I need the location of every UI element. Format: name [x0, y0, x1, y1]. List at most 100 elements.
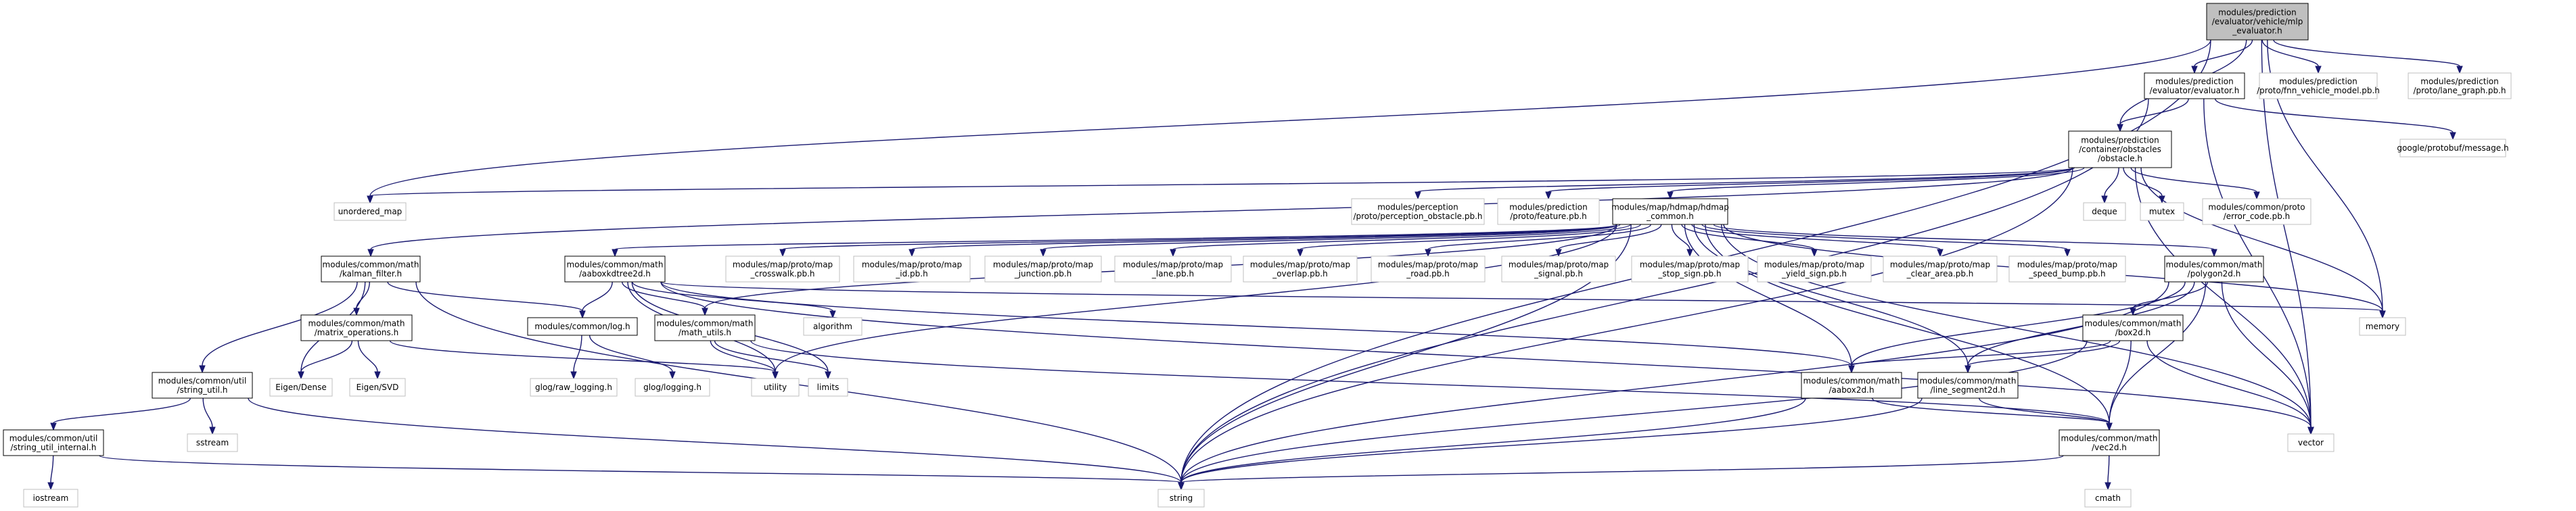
edge-vec2d-to-cmath [2104, 455, 2111, 491]
node-lane: modules/map/proto/map_lane.pb.h [1114, 256, 1232, 283]
node-line-segment[interactable]: modules/common/math/line_segment2d.h [1917, 372, 2019, 399]
node-label: /container/obstacles [2079, 145, 2161, 154]
node-box [2083, 202, 2126, 221]
node-box [2084, 489, 2132, 508]
node-label: modules/map/proto/map [1509, 260, 1609, 269]
node-aaboxkdtree[interactable]: modules/common/math/aaboxkdtree2d.h [564, 256, 666, 283]
node-vec2d[interactable]: modules/common/math/vec2d.h [2058, 429, 2160, 456]
edge-hdmap-to-overlap [1297, 224, 1641, 258]
node-label: modules/common/math [308, 318, 405, 328]
node-overlap: modules/map/proto/map_overlap.pb.h [1243, 256, 1358, 283]
node-label: Eigen/SVD [356, 383, 399, 392]
node-label: /proto/perception_obstacle.pb.h [1353, 212, 1482, 221]
node-label: /error_code.pb.h [2224, 212, 2291, 221]
edge-string_util_internal-to-iostream [47, 455, 54, 491]
node-box [2202, 198, 2312, 225]
node-label: _id.pb.h [895, 269, 927, 278]
node-label: /vec2d.h [2092, 443, 2127, 452]
node-map-id: modules/map/proto/map_id.pb.h [853, 256, 971, 283]
node-label: _common.h [1646, 212, 1694, 221]
node-label: /proto/fnn_vehicle_model.pb.h [2257, 86, 2380, 95]
node-box [23, 489, 78, 508]
node-matrix-ops[interactable]: modules/common/math/matrix_operations.h [300, 314, 413, 341]
node-box2d[interactable]: modules/common/math/box2d.h [2082, 314, 2184, 341]
node-algorithm: algorithm [803, 317, 862, 336]
node-root[interactable]: modules/prediction/evaluator/vehicle/mlp… [2206, 3, 2309, 41]
node-label: string [1170, 493, 1193, 503]
node-aabox2d[interactable]: modules/common/math/aabox2d.h [1801, 372, 1902, 399]
node-label: /box2d.h [2115, 328, 2150, 337]
node-label: modules/common/math [2166, 260, 2263, 269]
node-deque: deque [2083, 202, 2126, 221]
edge-math_utils-to-limits [714, 340, 831, 380]
node-label: modules/common/log.h [534, 322, 630, 331]
node-box [1114, 256, 1232, 283]
edge-aaboxkdtree-to-algorithm [632, 281, 836, 319]
node-label: modules/common/math [657, 318, 754, 328]
node-log[interactable]: modules/common/log.h [527, 317, 638, 336]
node-box [635, 378, 710, 397]
edge-box2d-to-vec2d [2106, 340, 2132, 431]
edge-hdmap-to-lane [1170, 224, 1631, 258]
node-kalman[interactable]: modules/common/math/kalman_filter.h [321, 256, 421, 283]
node-hdmap[interactable]: modules/map/hdmap/hdmap_common.h [1611, 198, 1729, 225]
edge-hdmap-to-aaboxkdtree [612, 224, 1617, 258]
node-road: modules/map/proto/map_road.pb.h [1371, 256, 1486, 283]
node-box [321, 256, 421, 283]
node-box [2287, 433, 2334, 452]
node-box [2399, 139, 2506, 157]
edge-hdmap-to-clear_area [1691, 224, 1944, 258]
node-polygon2d[interactable]: modules/common/math/polygon2d.h [2164, 256, 2264, 283]
node-iostream: iostream [23, 489, 78, 508]
node-string-util[interactable]: modules/common/util/string_util.h [152, 372, 253, 399]
node-label: /proto/feature.pb.h [1510, 212, 1587, 221]
node-label: /math_utils.h [678, 328, 731, 337]
node-label: /obstacle.h [2098, 154, 2142, 164]
node-string: string [1157, 489, 1205, 508]
edge-obstacle-to-error_code [2130, 167, 2260, 200]
node-label: modules/map/proto/map [2017, 260, 2117, 269]
node-label: glog/logging.h [643, 383, 702, 392]
node-label: Eigen/Dense [275, 383, 326, 392]
edge-polygon2d-to-vector [2221, 281, 2314, 435]
node-label: modules/map/hdmap/hdmap [1611, 202, 1729, 212]
node-box [1631, 256, 1749, 283]
node-box [2206, 3, 2309, 41]
node-label: /line_segment2d.h [1930, 385, 2005, 395]
node-evaluator[interactable]: modules/prediction/evaluator/evaluator.h [2144, 72, 2245, 99]
node-vector: vector [2287, 433, 2334, 452]
node-label: modules/prediction [2279, 76, 2357, 86]
node-eigen-dense: Eigen/Dense [269, 378, 333, 397]
edge-hdmap-to-polygon2d [1713, 224, 2217, 258]
node-label: _road.pb.h [1406, 269, 1449, 278]
node-string-util-internal[interactable]: modules/common/util/string_util_internal… [3, 429, 104, 456]
node-signal: modules/map/proto/map_signal.pb.h [1501, 256, 1616, 283]
node-box [853, 256, 971, 283]
node-yield-sign: modules/map/proto/map_yield_sign.pb.h [1757, 256, 1872, 283]
edge-evaluator-to-protobuf [2214, 98, 2456, 141]
node-cmath: cmath [2084, 489, 2132, 508]
edge-line_segment-to-vec2d [1979, 397, 2113, 431]
node-label: modules/prediction [2081, 136, 2159, 145]
node-label: cmath [2095, 493, 2121, 503]
node-box [1371, 256, 1486, 283]
node-math-utils[interactable]: modules/common/math/math_utils.h [654, 314, 756, 341]
node-obstacle[interactable]: modules/prediction/container/obstacles/o… [2068, 130, 2172, 168]
node-label: modules/prediction [1509, 202, 1587, 212]
node-label: /aaboxkdtree2d.h [579, 269, 651, 278]
edge-hdmap-to-vec2d [1705, 224, 2113, 431]
node-box [1757, 256, 1872, 283]
node-label: _speed_bump.pb.h [2028, 269, 2105, 278]
edge-kalman-to-string_util [199, 281, 358, 374]
node-label: /proto/lane_graph.pb.h [2413, 86, 2506, 95]
node-box [349, 378, 406, 397]
node-label: modules/common/util [158, 376, 247, 385]
node-protobuf: google/protobuf/message.h [2397, 139, 2509, 157]
edge-hdmap-to-crosswalk [779, 224, 1617, 258]
edge-hdmap-to-junction [1040, 224, 1621, 258]
edge-root-to-lanegraph [2273, 39, 2463, 74]
edge-string_util-to-sstream [202, 397, 216, 435]
node-perception: modules/perception/proto/perception_obst… [1351, 198, 1485, 225]
graph-nodes: modules/prediction/evaluator/vehicle/mlp… [3, 3, 2512, 508]
node-box [2068, 130, 2172, 168]
